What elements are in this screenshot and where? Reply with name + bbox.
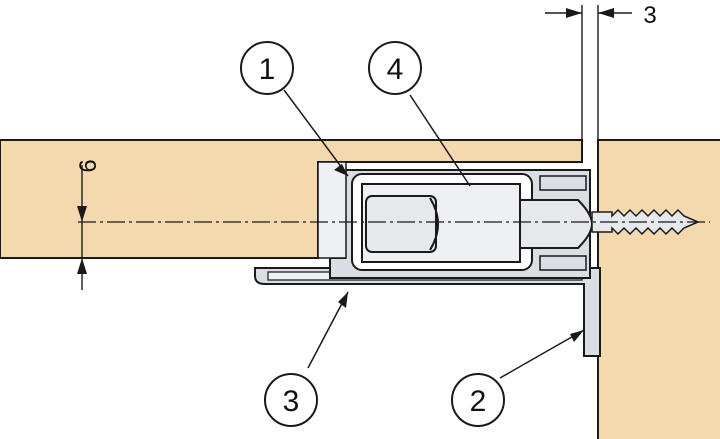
upper-spring-guide [539,175,587,191]
callout-1-label: 1 [259,53,276,86]
housing-recess [317,161,347,259]
callout-2-label: 2 [470,385,487,418]
callout-2-leader [499,329,585,379]
callout-4-leader [409,94,471,187]
bolt-head [365,195,437,253]
bolt-shaft [519,199,594,249]
lower-spring-guide [539,255,587,271]
offset-dimension: 6 [70,159,300,290]
callout-2: 2 [451,373,505,427]
callout-1: 1 [240,41,294,95]
offset-dimension-label: 6 [75,159,102,172]
gap-dimension-label: 3 [643,2,656,29]
callout-3: 3 [264,373,318,427]
bolt-head-curve [429,197,439,251]
gap-dimension: 3 [545,2,657,140]
callout-4: 4 [368,41,422,95]
callout-1-leader [283,89,349,177]
callout-3-label: 3 [283,385,300,418]
callout-3-leader [307,291,349,369]
aluminium-profile [254,267,601,357]
callout-4-label: 4 [387,53,404,86]
side-panel [597,139,720,439]
